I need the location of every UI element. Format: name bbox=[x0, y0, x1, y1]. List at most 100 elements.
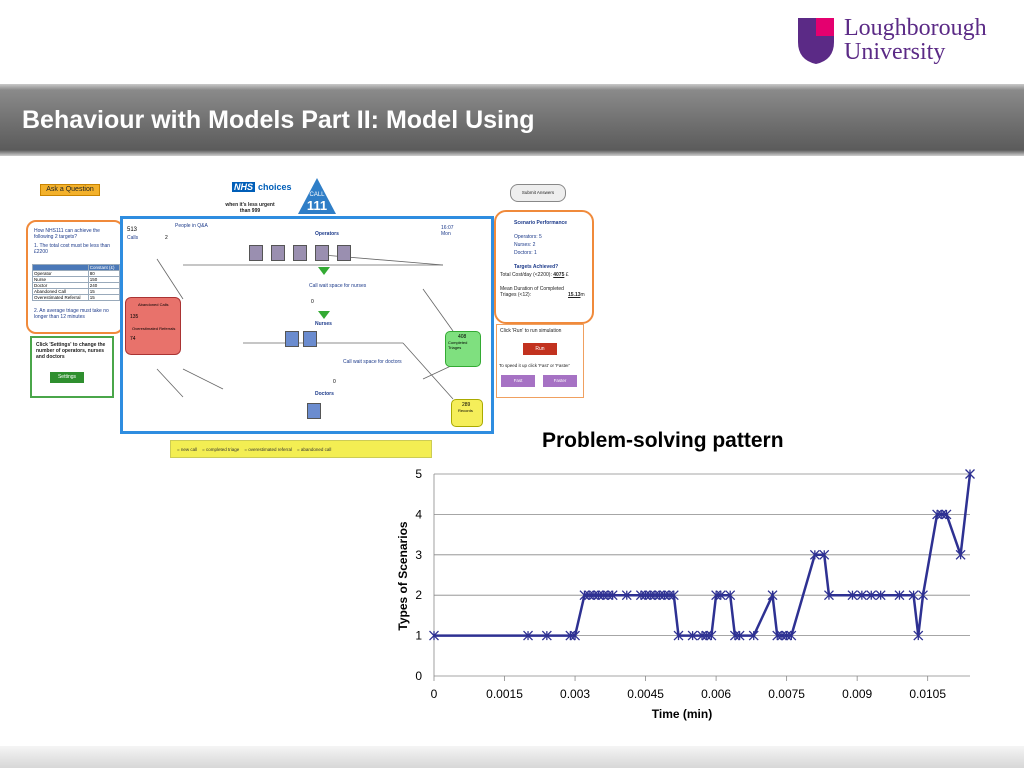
table-cell: Overestimated Referral bbox=[32, 294, 89, 301]
data-point bbox=[697, 630, 707, 641]
sim-day: Mon bbox=[441, 231, 451, 237]
data-point bbox=[673, 630, 684, 641]
shield-icon bbox=[798, 18, 834, 64]
data-point bbox=[767, 590, 778, 601]
data-point bbox=[635, 590, 646, 601]
footer-bar bbox=[0, 746, 1024, 768]
data-point bbox=[541, 630, 552, 641]
data-point bbox=[776, 630, 787, 641]
doctors-label: Doctors bbox=[315, 391, 334, 397]
nurses-label: Nurses bbox=[315, 321, 332, 327]
run-text: Click 'Run' to run simulation bbox=[500, 328, 562, 334]
data-point bbox=[781, 630, 792, 641]
university-logo: Loughborough University bbox=[796, 16, 1006, 68]
data-point bbox=[429, 630, 439, 641]
question-text: How NHS111 can achieve the following 2 t… bbox=[34, 228, 100, 240]
completed-label: Completed Triages bbox=[448, 340, 468, 350]
data-point bbox=[621, 590, 632, 601]
data-point bbox=[579, 590, 590, 601]
doctor-icon bbox=[307, 403, 321, 419]
data-point bbox=[819, 549, 830, 560]
x-tick-label: 0.003 bbox=[560, 687, 590, 701]
y-tick-label: 4 bbox=[415, 507, 422, 521]
nurse-icon bbox=[303, 331, 317, 347]
data-point bbox=[918, 590, 928, 601]
data-point bbox=[955, 549, 966, 560]
overestimated-count: 74 bbox=[130, 336, 136, 342]
data-point bbox=[523, 630, 533, 641]
logo-line-2: University bbox=[844, 39, 946, 65]
data-point bbox=[715, 590, 726, 601]
total-cost-unit: £ bbox=[565, 272, 569, 278]
slide-title: Behaviour with Models Part II: Model Usi… bbox=[22, 106, 535, 134]
data-point bbox=[598, 590, 609, 601]
faster-button[interactable]: Faster bbox=[543, 375, 577, 387]
nurse-wait-count: 0 bbox=[311, 299, 314, 305]
abandoned-box: Abandoned Calls 135 Overestimated Referr… bbox=[125, 297, 181, 355]
data-point bbox=[894, 590, 905, 601]
y-tick-label: 0 bbox=[415, 669, 422, 683]
data-point bbox=[908, 590, 919, 601]
data-point bbox=[875, 590, 886, 601]
call-label: CALL bbox=[309, 192, 325, 198]
data-point bbox=[687, 630, 698, 641]
x-tick-label: 0.006 bbox=[701, 687, 731, 701]
table-header-cell: Constant (£) bbox=[87, 264, 121, 271]
simulation-area: 513 Calls People in Q&A 2 16:07 Mon Oper… bbox=[120, 216, 494, 434]
table-cell: 15 bbox=[87, 294, 121, 301]
operator-icon bbox=[293, 245, 307, 261]
run-panel: Click 'Run' to run simulation Run To spe… bbox=[496, 324, 584, 398]
data-point bbox=[936, 509, 947, 520]
queue-label: People in Q&A bbox=[175, 223, 208, 229]
ask-question-button[interactable]: Ask a Question bbox=[40, 184, 100, 196]
x-axis-label: Time (min) bbox=[652, 707, 712, 721]
data-point bbox=[659, 590, 670, 601]
operators-row: Operators: 5 bbox=[514, 234, 542, 240]
data-point bbox=[668, 590, 679, 601]
data-point bbox=[941, 509, 952, 520]
logo-line-1: Loughborough bbox=[844, 15, 987, 41]
records-box: 289 Records bbox=[451, 399, 483, 427]
targets-panel: How NHS111 can achieve the following 2 t… bbox=[26, 220, 124, 334]
x-tick-label: 0.0015 bbox=[486, 687, 523, 701]
data-point bbox=[823, 590, 834, 601]
data-point bbox=[913, 630, 924, 641]
x-tick-label: 0.009 bbox=[842, 687, 872, 701]
operator-icon bbox=[315, 245, 329, 261]
speed-text: To speed it up click 'Fast' or 'Faster' bbox=[499, 363, 570, 368]
data-point bbox=[584, 590, 595, 601]
logo-text: Loughborough University bbox=[844, 16, 987, 64]
fast-button[interactable]: Fast bbox=[501, 375, 535, 387]
data-point bbox=[786, 630, 797, 641]
mean-duration-row: 15.13m bbox=[568, 292, 585, 298]
legend-item: = new call bbox=[177, 447, 198, 452]
data-point bbox=[701, 630, 712, 641]
y-tick-label: 1 bbox=[415, 629, 422, 643]
legend-item: = overestimated referral bbox=[244, 447, 292, 452]
nurses-row: Nurses: 2 bbox=[514, 242, 535, 248]
data-point bbox=[729, 630, 740, 641]
settings-panel: Click 'Settings' to change the number of… bbox=[30, 336, 114, 398]
settings-button[interactable]: Settings bbox=[50, 372, 84, 383]
submit-answers-button[interactable]: Submit Answers bbox=[510, 184, 566, 202]
run-button[interactable]: Run bbox=[523, 343, 557, 355]
doctors-row: Doctors: 1 bbox=[514, 250, 537, 256]
data-point bbox=[856, 590, 867, 601]
operator-icon bbox=[271, 245, 285, 261]
calls-count: 513 bbox=[127, 227, 138, 233]
data-point bbox=[748, 630, 759, 641]
data-point bbox=[809, 549, 820, 560]
operators-value: 5 bbox=[539, 234, 542, 240]
total-cost-label: Total Cost/day (<2200): bbox=[500, 272, 552, 278]
legend-item: = abandoned call bbox=[297, 447, 332, 452]
data-point bbox=[607, 590, 618, 601]
mean-duration-value: 15.13 bbox=[568, 292, 581, 298]
y-axis-label: Types of Scenarios bbox=[396, 521, 410, 630]
legend-item: = completed triage bbox=[202, 447, 240, 452]
data-point bbox=[645, 590, 656, 601]
completed-box: 408 Completed Triages bbox=[445, 331, 481, 367]
y-tick-label: 5 bbox=[415, 467, 422, 481]
